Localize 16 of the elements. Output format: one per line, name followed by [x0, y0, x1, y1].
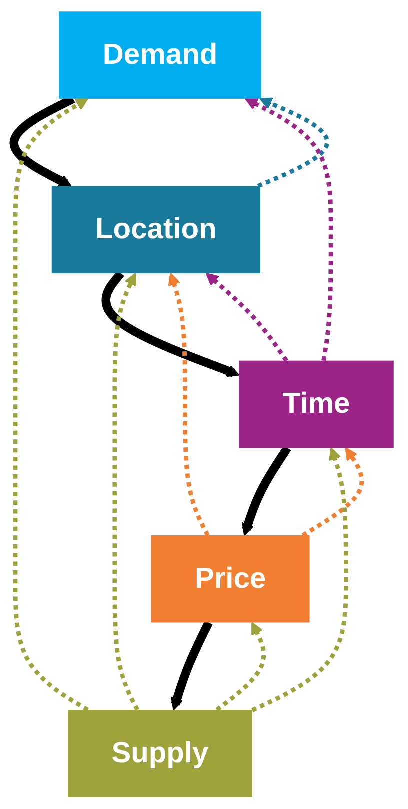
arrow: [216, 622, 266, 712]
arrow: [206, 272, 288, 362]
node-box: Time: [239, 360, 394, 448]
arrow: [245, 98, 334, 362]
arrow: [242, 446, 292, 536]
node-box: Demand: [59, 12, 262, 99]
arrow: [171, 620, 213, 711]
arrow: [112, 272, 140, 712]
node-box: Price: [151, 535, 310, 623]
arrow: [257, 98, 330, 188]
arrow: [13, 98, 89, 712]
node-box: Supply: [68, 710, 252, 798]
arrow: [251, 448, 348, 712]
arrow: [168, 272, 210, 536]
arrow: [302, 448, 364, 538]
node-box: Location: [52, 186, 260, 274]
